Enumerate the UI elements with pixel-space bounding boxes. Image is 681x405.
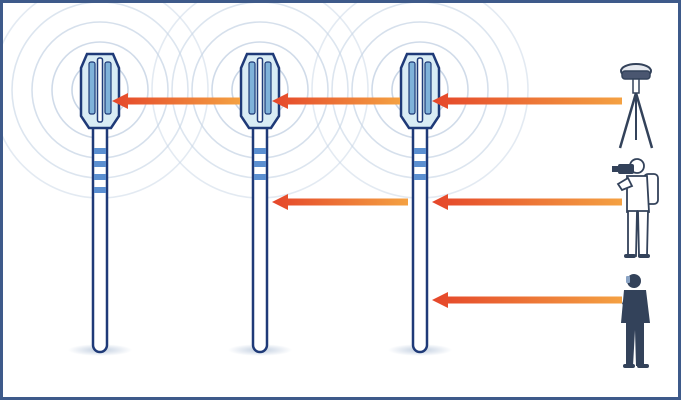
- crew-signal-arrow-2: [272, 194, 408, 210]
- signal-sources: [612, 63, 659, 368]
- tower-band: [254, 148, 266, 154]
- tower-band: [254, 174, 266, 180]
- tower-pole: [251, 118, 269, 354]
- tripod-receiver-icon: [618, 63, 654, 149]
- camera-operator-icon: [612, 158, 659, 258]
- tower-pole: [91, 118, 109, 354]
- tower-band: [414, 148, 426, 154]
- antenna-mast: [256, 57, 264, 123]
- antenna-panel: [88, 61, 96, 115]
- towers: [79, 52, 441, 354]
- crew-signal-arrow-1: [432, 194, 622, 210]
- tower-band: [94, 161, 106, 167]
- antenna-panel: [248, 61, 256, 115]
- tower-band: [94, 148, 106, 154]
- gnss-signal-arrow-2: [272, 93, 400, 109]
- phone-user-icon: [621, 274, 650, 368]
- signal-arrows: [112, 93, 622, 308]
- gnss-signal-arrow-3: [112, 93, 240, 109]
- antenna-panel: [408, 61, 416, 115]
- phone-signal-arrow: [432, 292, 622, 308]
- tower-band: [254, 161, 266, 167]
- tower-band: [414, 174, 426, 180]
- tower-band: [414, 161, 426, 167]
- gnss-signal-arrow-1: [432, 93, 622, 109]
- antenna-panel: [264, 61, 272, 115]
- tower-1: [79, 52, 121, 354]
- antenna-mast: [96, 57, 104, 123]
- antenna-panel: [104, 61, 112, 115]
- tower-band: [94, 174, 106, 180]
- tower-2: [239, 52, 281, 354]
- tower-band: [94, 187, 106, 193]
- antenna-panel: [424, 61, 432, 115]
- tower-3: [399, 52, 441, 354]
- antenna-mast: [416, 57, 424, 123]
- tower-pole: [411, 118, 429, 354]
